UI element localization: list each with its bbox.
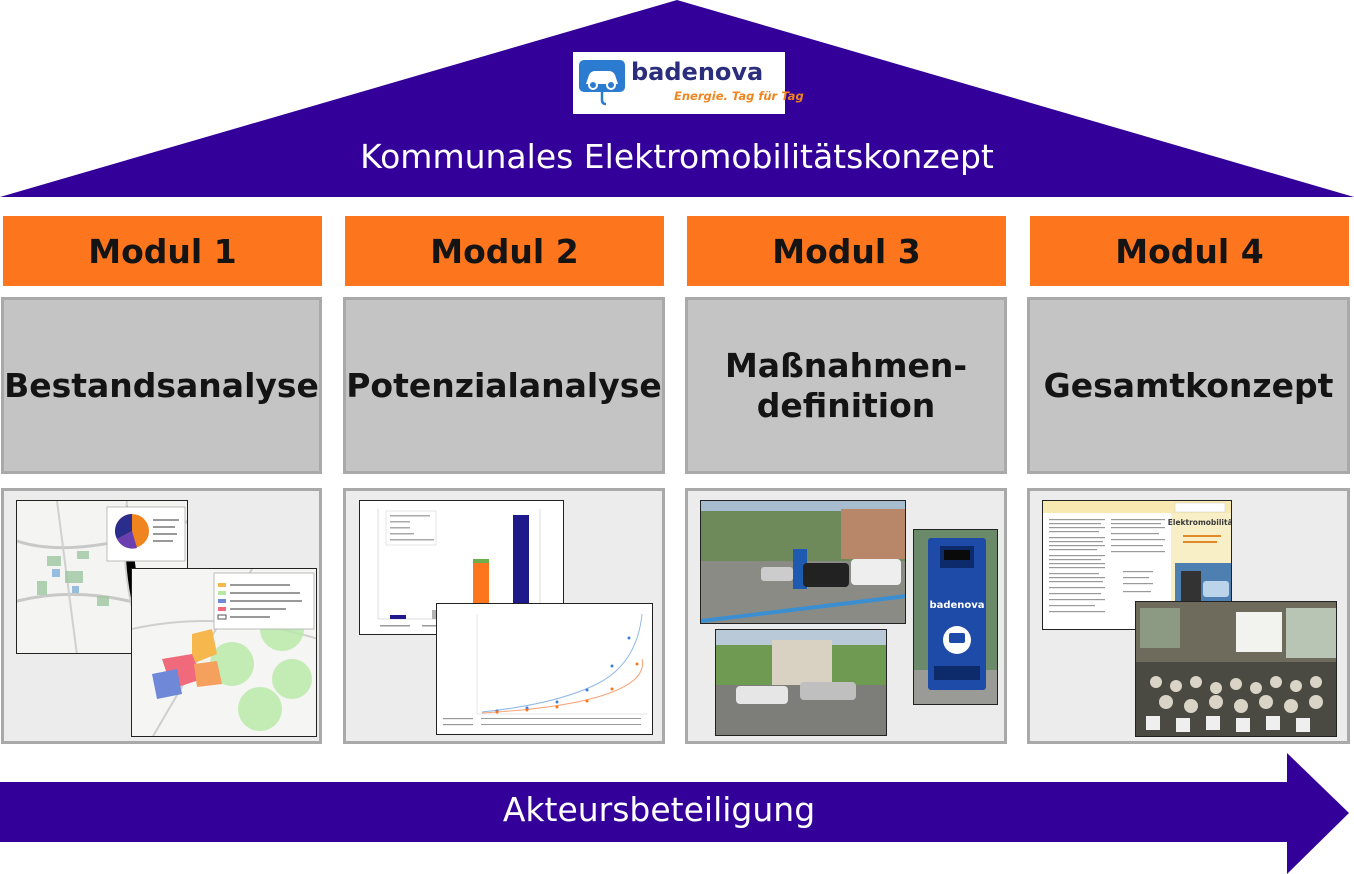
module-1-topic: Bestandsanalyse [1,297,322,474]
stakeholder-label: Akteursbeteiligung [502,790,816,829]
parking-photo-2 [715,629,887,736]
logo-brand: badenova [631,58,764,86]
module-3-header: Modul 3 [687,216,1006,286]
module-3-images: badenova [685,488,1007,744]
module-4-images: Elektromobilität [1027,488,1350,744]
module-4-topic: Gesamtkonzept [1027,297,1350,474]
concept-title: Kommunales Elektromobilitätskonzept [360,137,994,176]
brochure-title: Elektromobilität [1168,518,1232,527]
logo-slogan: Energie. Tag für Tag [674,89,804,103]
module-3-topic-line2: definition [756,385,936,425]
module-3-topic-line1: Maßnahmen- [724,345,968,385]
module-3-topic: Maßnahmen- definition [685,297,1007,474]
line-chart-image [436,603,653,735]
parking-photo-1 [700,500,906,624]
process-arrow [0,753,1349,874]
badenova-logo: badenova Energie. Tag für Tag [573,52,804,114]
module-1-images [1,488,322,744]
module-1-topic-text: Bestandsanalyse [4,365,319,405]
event-photo [1135,601,1337,737]
map-image-2 [131,568,317,737]
module-2-images [343,488,665,744]
ecar-icon [579,60,625,106]
charging-station-photo: badenova [913,529,998,705]
module-2-topic-text: Potenzialanalyse [346,365,662,405]
station-brand: badenova [929,600,984,611]
module-4-header: Modul 4 [1030,216,1349,286]
module-2-topic: Potenzialanalyse [343,297,665,474]
module-1-header: Modul 1 [3,216,322,286]
module-4-topic-text: Gesamtkonzept [1043,365,1334,405]
module-2-header: Modul 2 [345,216,664,286]
